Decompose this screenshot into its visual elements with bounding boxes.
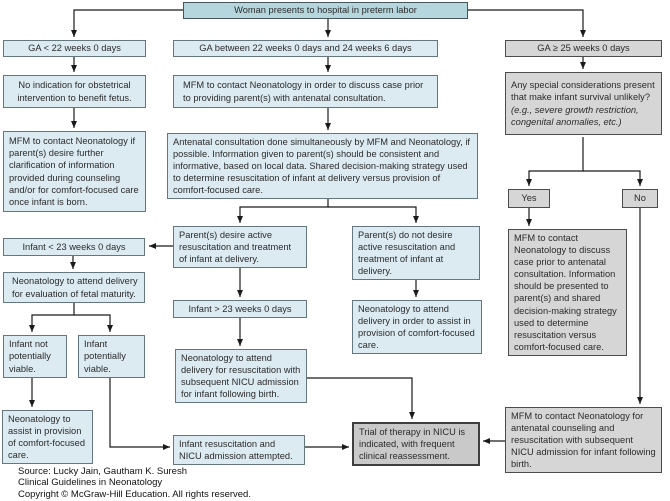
edge-header-to-ga-lt22 [71, 9, 183, 37]
node-ga-ge25: GA ≥ 25 weeks 0 days [505, 40, 662, 57]
edge-antenatal-to-parents-desire [237, 198, 329, 223]
node-label: Infant potentially viable. [84, 339, 126, 374]
node-ga-lt22: GA < 22 weeks 0 days [3, 40, 146, 57]
node-label: GA < 22 weeks 0 days [28, 43, 121, 54]
node-label: Neonatology to attend delivery for resus… [181, 353, 301, 400]
node-label: Any special considerations present that … [511, 79, 656, 127]
edge-any-special-to-yes [526, 137, 584, 186]
node-mfm-counseling-resuscitation: MFM to contact Neonatology for antenatal… [505, 407, 662, 474]
example-text: (e.g., severe growth restriction, congen… [511, 104, 639, 127]
node-label: Yes [521, 193, 537, 204]
node-label: Neonatology to attend delivery for evalu… [12, 276, 138, 299]
edge-infant-viable-to-infant-resus [109, 378, 170, 450]
node-no: No [622, 189, 658, 208]
edge-neo-attend-eval-to-infant-not-viable [29, 303, 75, 332]
node-label: GA ≥ 25 weeks 0 days [537, 43, 630, 54]
node-ga-22-24: GA between 22 weeks 0 days and 24 weeks … [173, 40, 438, 57]
edge-neo-attend-resus-to-trial [307, 377, 415, 419]
node-label: Neonatology to attend delivery in order … [358, 304, 475, 351]
node-infant-gt23: Infant > 23 weeks 0 days [173, 300, 307, 318]
book-title-line: Clinical Guidelines in Neonatology [18, 477, 163, 489]
node-any-special-considerations: Any special considerations present that … [505, 72, 662, 135]
node-mfm-contact-neonatology: MFM to contact Neonatology in order to d… [173, 75, 438, 108]
edge-antenatal-to-parents-no-desire [328, 206, 419, 223]
node-label: Antenatal consultation done simultaneous… [173, 137, 470, 196]
node-label: MFM to contact Neonatology if parent(s) … [9, 136, 139, 207]
node-infant-not-viable: Infant not potentially viable. [3, 335, 67, 378]
node-parents-desire-resuscitation: Parent(s) desire active resuscitation an… [173, 226, 307, 269]
node-neonatology-attend-resuscitation: Neonatology to attend delivery for resus… [175, 349, 307, 404]
node-label: GA between 22 weeks 0 days and 24 weeks … [199, 43, 412, 54]
node-label: No indication for obstetrical interventi… [17, 80, 132, 103]
node-infant-lt23: Infant < 23 weeks 0 days [3, 238, 145, 256]
node-mfm-clarification: MFM to contact Neonatology if parent(s) … [3, 131, 146, 212]
node-label: Infant resuscitation and NICU admission … [179, 439, 293, 462]
node-neonatology-assist-comfort: Neonatology to assist in provision of co… [2, 410, 93, 465]
node-no-indication: No indication for obstetrical interventi… [3, 75, 146, 108]
node-neonatology-attend-evaluation: Neonatology to attend delivery for evalu… [3, 272, 145, 303]
node-label: MFM to contact Neonatology in order to d… [183, 80, 424, 103]
node-label: Neonatology to assist in provision of co… [8, 414, 85, 461]
node-label: Trial of therapy in NICU is indicated, w… [359, 427, 466, 462]
node-label: Parent(s) do not desire active resuscita… [358, 230, 456, 277]
copyright-line: Copyright © McGraw-Hill Education. All r… [18, 488, 251, 500]
node-label: Parent(s) desire active resuscitation an… [179, 230, 292, 265]
node-label: Infant > 23 weeks 0 days [188, 303, 292, 314]
node-label: MFM to contact Neonatology to discuss ca… [514, 233, 617, 352]
node-presents-header: Woman presents to hospital in preterm la… [183, 2, 468, 19]
figure-credits: Source: Lucky Jain, Gautham K. Suresh Cl… [18, 466, 251, 500]
node-mfm-discuss-case: MFM to contact Neonatology to discuss ca… [508, 229, 627, 356]
node-infant-viable: Infant potentially viable. [78, 335, 145, 378]
node-trial-of-therapy-nicu: Trial of therapy in NICU is indicated, w… [352, 422, 480, 467]
node-infant-resuscitation-attempted: Infant resuscitation and NICU admission … [173, 435, 305, 466]
node-antenatal-consultation: Antenatal consultation done simultaneous… [167, 133, 478, 200]
source-line: Source: Lucky Jain, Gautham K. Suresh [18, 466, 187, 477]
node-neonatology-comfort-delivery: Neonatology to attend delivery in order … [352, 300, 482, 355]
node-label: Infant not potentially viable. [9, 339, 51, 374]
edge-header-to-ga-ge25 [468, 9, 586, 37]
question-text: Any special considerations present that … [511, 80, 655, 103]
node-label: No [634, 193, 646, 204]
node-parents-do-not-desire: Parent(s) do not desire active resuscita… [352, 226, 480, 281]
node-yes: Yes [508, 189, 550, 208]
node-label: Infant < 23 weeks 0 days [22, 241, 126, 252]
edge-neo-attend-eval-to-infant-viable [74, 314, 113, 332]
edge-any-special-to-no [583, 170, 643, 186]
node-label: Woman presents to hospital in preterm la… [234, 5, 417, 16]
node-label: MFM to contact Neonatology for antenatal… [511, 411, 656, 470]
